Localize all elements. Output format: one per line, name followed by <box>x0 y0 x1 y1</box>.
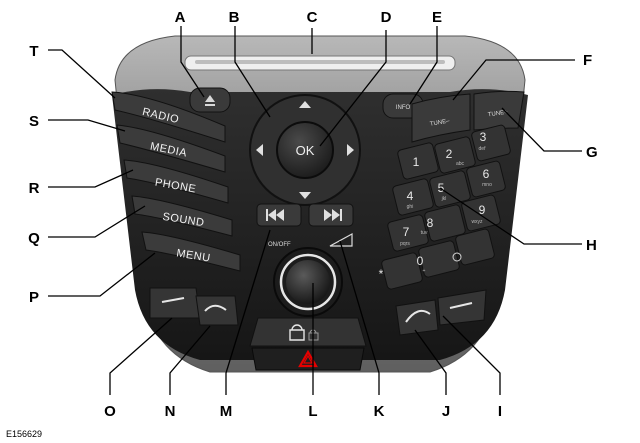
seek-forward-button[interactable] <box>308 203 354 227</box>
lock-buttons[interactable] <box>249 317 367 347</box>
hazard-button[interactable] <box>251 347 365 371</box>
hazard-icon <box>298 349 318 368</box>
callout-q: Q <box>28 230 40 247</box>
key-3[interactable]: 3 def <box>471 124 511 162</box>
left-hook-button[interactable] <box>149 287 201 319</box>
ok-button[interactable]: OK <box>276 121 334 179</box>
callout-e: E <box>432 9 442 26</box>
eject-icon <box>205 95 215 106</box>
callout-c: C <box>307 9 318 26</box>
numeric-keypad: 1 2 abc 3 def 4 ghi 5 jkl 6 mno 7 pqrs 8… <box>379 124 511 290</box>
callout-i: I <box>498 403 502 420</box>
key-6[interactable]: 6 mno <box>466 160 506 198</box>
clock-icon <box>452 252 462 262</box>
key-star-symbol: * <box>379 267 384 281</box>
key-star[interactable]: * <box>379 252 423 290</box>
key-6-number: 6 <box>483 167 490 181</box>
seek-forward-icon <box>324 209 342 221</box>
key-4-letters: ghi <box>407 204 414 210</box>
callout-p: P <box>29 289 39 306</box>
callout-b: B <box>229 9 240 26</box>
onoff-label: ON/OFF <box>268 242 291 248</box>
key-2-letters: abc <box>456 161 465 167</box>
callout-m: M <box>220 403 233 420</box>
right-phone-button[interactable] <box>395 299 439 336</box>
menu-button[interactable]: MENU <box>141 231 241 272</box>
key-8-number: 8 <box>427 216 434 230</box>
key-1-number: 1 <box>413 155 420 169</box>
right-hook-button[interactable] <box>437 289 487 326</box>
arrow-down-icon <box>299 192 311 199</box>
tune-minus-label: TUNE– <box>430 118 451 127</box>
key-7-letters: pqrs <box>400 241 410 247</box>
tune-plus-button[interactable]: TUNE+ <box>473 90 525 131</box>
key-0-number: 0 <box>417 254 424 268</box>
tune-minus-button[interactable]: TUNE– <box>411 93 471 143</box>
key-8-letters: tuv <box>421 230 428 236</box>
reference-code: E156629 <box>6 429 42 439</box>
key-4-number: 4 <box>407 189 414 203</box>
key-9-letters: wxyz <box>471 219 483 225</box>
seek-back-button[interactable] <box>256 203 302 227</box>
callout-j: J <box>442 403 450 420</box>
key-3-letters: def <box>479 146 487 152</box>
callout-letters: A B C D E F G H I J K L M N O P Q R S T <box>28 9 598 420</box>
key-9-number: 9 <box>479 203 486 217</box>
callout-f: F <box>583 52 592 69</box>
callout-h: H <box>586 237 597 254</box>
key-0-letters: + <box>423 268 426 274</box>
phone-answer-icon <box>405 309 431 323</box>
menu-label: MENU <box>176 247 212 264</box>
key-2[interactable]: 2 abc <box>434 136 476 174</box>
key-2-number: 2 <box>446 147 453 161</box>
arrow-left-icon <box>256 144 263 156</box>
arrow-up-icon <box>299 101 311 108</box>
key-hash[interactable] <box>452 228 495 266</box>
eject-button[interactable] <box>189 87 231 113</box>
info-label: INFO <box>396 105 411 111</box>
callout-l: L <box>308 403 317 420</box>
callout-g: G <box>586 144 598 161</box>
callout-n: N <box>165 403 176 420</box>
key-7-number: 7 <box>403 225 410 239</box>
key-0[interactable]: 0 + <box>417 240 460 278</box>
callout-r: R <box>29 180 40 197</box>
callout-d: D <box>381 9 392 26</box>
key-1[interactable]: 1 <box>397 142 439 180</box>
key-3-number: 3 <box>480 130 487 144</box>
ok-label: OK <box>296 143 315 158</box>
leader-lines <box>48 26 582 395</box>
callout-k: K <box>374 403 385 420</box>
dash-icon <box>449 302 473 309</box>
phone-hangup-icon <box>204 304 227 312</box>
key-6-letters: mno <box>482 182 492 188</box>
key-4[interactable]: 4 ghi <box>392 178 434 216</box>
callout-s: S <box>29 113 39 130</box>
key-8[interactable]: 8 tuv <box>421 204 466 242</box>
lock-icon <box>289 324 305 341</box>
tune-plus-label: TUNE+ <box>488 110 509 119</box>
arrow-right-icon <box>347 144 354 156</box>
callout-o: O <box>104 403 116 420</box>
volume-knob[interactable] <box>273 247 343 317</box>
left-phone-button[interactable] <box>195 295 239 326</box>
dash-icon <box>161 297 185 303</box>
key-7[interactable]: 7 pqrs <box>387 214 429 252</box>
seek-back-icon <box>266 209 284 221</box>
key-5-letters: jkl <box>441 196 447 202</box>
callout-a: A <box>175 9 186 26</box>
callout-t: T <box>29 43 38 60</box>
